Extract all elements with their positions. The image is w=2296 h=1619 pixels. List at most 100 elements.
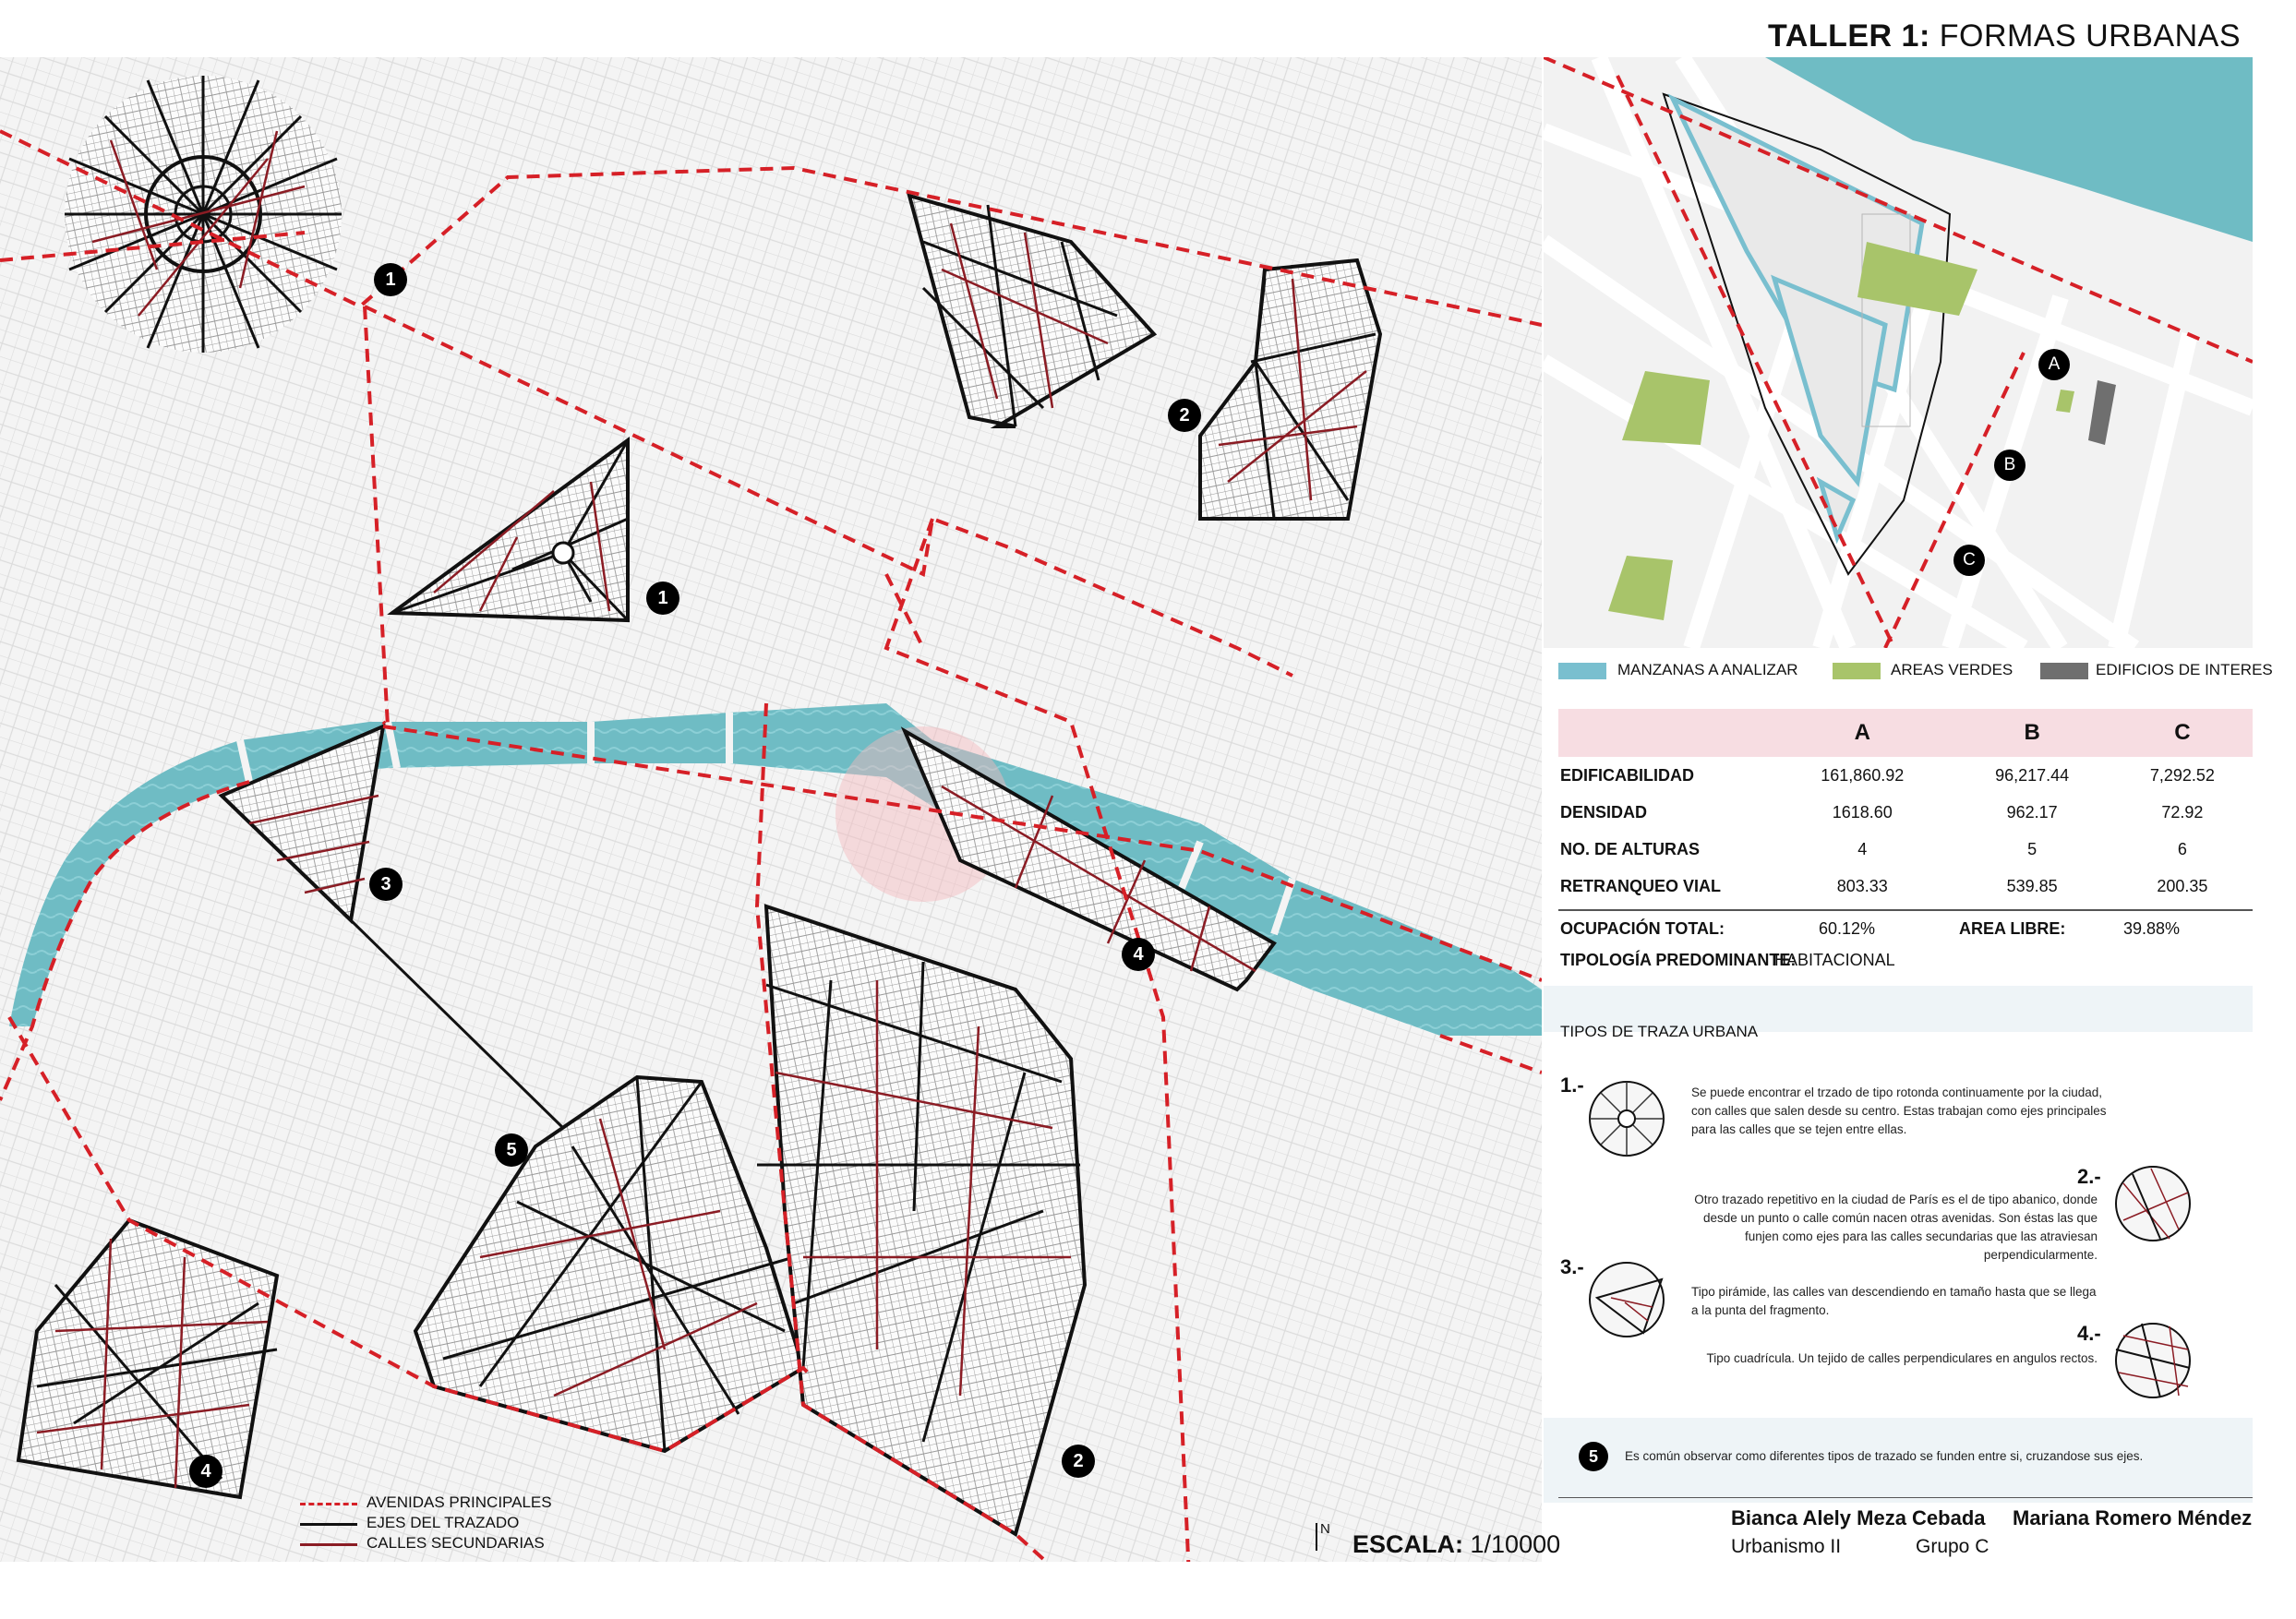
inset-green-2 — [1622, 371, 1710, 445]
legend-label-ejes: EJES DEL TRAZADO — [367, 1514, 520, 1531]
cell-value: 96,217.44 — [1995, 765, 2070, 785]
marker-1-triangle: 1 — [646, 582, 679, 615]
area-libre-value: 39.88% — [2123, 919, 2181, 938]
legend-line-calles — [300, 1543, 357, 1546]
marker-1-roundabout: 1 — [374, 263, 407, 296]
avenidas-principales — [0, 129, 1542, 1562]
pyramid-block-1 — [387, 437, 630, 623]
traza-desc-2: Otro trazado repetitivo en la ciudad de … — [1694, 1193, 2098, 1262]
row-label: NO. DE ALTURAS — [1560, 839, 1700, 858]
cell-value: 803.33 — [1836, 876, 1888, 895]
marker-4-right: 4 — [1122, 938, 1155, 971]
fan-block-top — [907, 193, 1383, 521]
scale-value: 1/10000 — [1470, 1530, 1561, 1558]
table-row: RETRANQUEO VIAL 803.33 539.85 200.35 — [1558, 868, 2253, 905]
cell-value: 962.17 — [2006, 802, 2058, 821]
trazado-axis — [349, 918, 565, 1130]
sheet-title: TALLER 1: FORMAS URBANAS — [1768, 18, 2241, 54]
marker-5: 5 — [495, 1133, 528, 1167]
inset-green-3 — [1608, 556, 1673, 620]
footer-divider — [1558, 1497, 2253, 1498]
traza-icon-abanico — [2115, 1166, 2191, 1241]
traza-num-2: 2.- — [2077, 1165, 2101, 1188]
metrics-divider — [1558, 909, 2253, 911]
author-1: Bianca Alely Meza Cebada — [1731, 1506, 1986, 1529]
table-row: DENSIDAD 1618.60 962.17 72.92 — [1558, 794, 2253, 831]
metrics-col-c: C — [2111, 709, 2253, 757]
marker-2-bottom: 2 — [1062, 1445, 1095, 1478]
traza-icon-cuadricula — [2115, 1323, 2191, 1398]
cell-value: 6 — [2177, 839, 2187, 858]
trazas-heading: TIPOS DE TRAZA URBANA — [1560, 1023, 1759, 1040]
inset-edificio — [2088, 380, 2116, 445]
group-label: Grupo C — [1916, 1536, 1989, 1557]
cell-value: 7,292.52 — [2149, 765, 2215, 785]
traza-5-band — [1544, 1418, 2253, 1503]
north-label: N — [1320, 1521, 1330, 1537]
tipologia-value: HABITACIONAL — [1774, 951, 1895, 969]
inset-river — [1765, 57, 2253, 242]
ocupacion-label: OCUPACIÓN TOTAL: — [1560, 919, 1725, 938]
author-2: Mariana Romero Méndez — [2013, 1506, 2253, 1529]
legend-edificios: EDIFICIOS DE INTERES — [2096, 661, 2273, 678]
tipologia-label: TIPOLOGÍA PREDOMINANTE: — [1560, 951, 1797, 969]
mixed-block-5 — [413, 1074, 806, 1454]
course-label: Urbanismo II — [1731, 1536, 1842, 1557]
traza-desc-5: Es común observar como diferentes tipos … — [1625, 1449, 2144, 1463]
title-rest: FORMAS URBANAS — [1939, 18, 2241, 54]
traza-desc-4: Tipo cuadrícula. Un tejido de calles per… — [1706, 1351, 2098, 1365]
area-libre-label: AREA LIBRE: — [1959, 919, 2066, 938]
row-label: DENSIDAD — [1560, 802, 1648, 821]
inset-marker-a: A — [2038, 349, 2070, 380]
row-label: RETRANQUEO VIAL — [1560, 876, 1722, 895]
marker-4-left: 4 — [189, 1455, 222, 1488]
legend-manzanas: MANZANAS A ANALIZAR — [1617, 661, 1798, 678]
traza-desc-1: Se puede encontrar el trzado de tipo rot… — [1691, 1085, 2107, 1136]
roundabout-trazado — [65, 76, 342, 353]
swatch-areas-verdes — [1833, 663, 1881, 679]
cell-value: 200.35 — [2157, 876, 2208, 895]
metrics-header-empty — [1558, 709, 1773, 757]
metrics-table: A B C EDIFICABILIDAD 161,860.92 96,217.4… — [1558, 709, 2253, 905]
row-label: EDIFICABILIDAD — [1560, 765, 1694, 785]
north-arrow-icon: N — [1316, 1521, 1333, 1551]
cell-value: 161,860.92 — [1821, 765, 1905, 785]
traza-icon-rotonda — [1589, 1081, 1665, 1157]
legend-line-ejes — [300, 1523, 357, 1526]
traza-desc-3: Tipo pirámide, las calles van descendien… — [1691, 1285, 2097, 1317]
trazas-header-band — [1544, 986, 2253, 1032]
legend-line-avenidas — [300, 1503, 357, 1505]
swatch-edificios — [2040, 663, 2088, 679]
traza-num-1: 1.- — [1560, 1073, 1584, 1097]
swatch-manzanas — [1558, 663, 1606, 679]
marker-3: 3 — [369, 868, 403, 901]
inset-marker-b: B — [1994, 450, 2026, 481]
title-bold: TALLER 1: — [1768, 18, 1930, 54]
cell-value: 5 — [2027, 839, 2038, 858]
traza-5-marker: 5 — [1579, 1442, 1608, 1471]
traza-icon-piramide — [1589, 1262, 1665, 1337]
cell-value: 539.85 — [2006, 876, 2058, 895]
traza-num-3: 3.- — [1560, 1255, 1584, 1278]
inset-marker-c: C — [1953, 545, 1985, 576]
table-row: NO. DE ALTURAS 4 5 6 — [1558, 831, 2253, 868]
grid-block-4-left — [16, 1217, 280, 1500]
cell-value: 72.92 — [2161, 802, 2204, 821]
cell-value: 4 — [1857, 839, 1868, 858]
inset-green-1 — [1857, 242, 1977, 316]
grid-block-4-right — [900, 726, 1277, 992]
metrics-col-b: B — [1952, 709, 2112, 757]
table-row: EDIFICABILIDAD 161,860.92 96,217.44 7,29… — [1558, 757, 2253, 794]
traza-num-4: 4.- — [2077, 1322, 2101, 1345]
legend-label-avenidas: AVENIDAS PRINCIPALES — [367, 1493, 552, 1511]
ocupacion-value: 60.12% — [1819, 919, 1876, 938]
metrics-header-row: A B C — [1558, 709, 2253, 757]
main-map — [0, 57, 1542, 1562]
legend-areas-verdes: AREAS VERDES — [1891, 661, 2014, 678]
scale: ESCALA: 1/10000 — [1352, 1530, 1560, 1559]
marker-2-top: 2 — [1168, 399, 1201, 432]
metrics-col-a: A — [1773, 709, 1953, 757]
scale-label: ESCALA: — [1352, 1530, 1463, 1558]
inset-map — [1544, 57, 2253, 648]
pyramid-block-3 — [218, 723, 386, 925]
